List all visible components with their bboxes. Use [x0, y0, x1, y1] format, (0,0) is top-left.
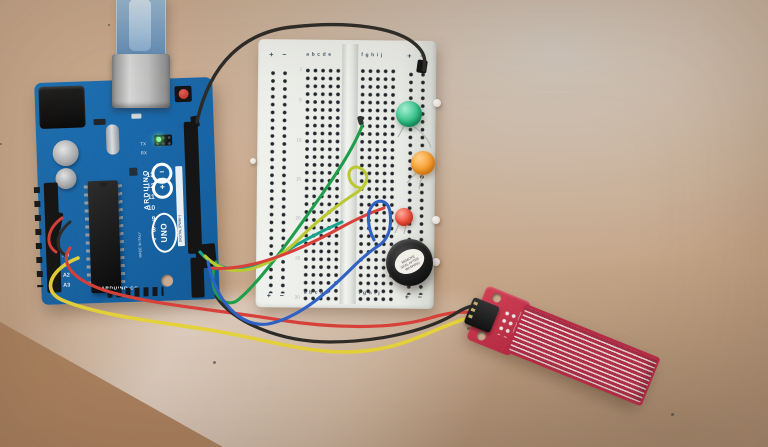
led-lead [418, 173, 424, 190]
red-led [395, 208, 413, 226]
led-lead [403, 224, 407, 235]
red-jumper [208, 206, 386, 270]
blue-jumper [206, 199, 393, 326]
yellow-sensor-wire [48, 256, 480, 354]
led-lead [406, 172, 417, 184]
breadboard-side-peg [250, 158, 256, 164]
led-lead [412, 125, 432, 149]
dust-speck [467, 327, 470, 330]
led-lead [394, 223, 400, 234]
black-sensor-wire [214, 294, 485, 344]
breadboard-side-peg [432, 216, 440, 224]
breadboard-side-peg [432, 258, 440, 266]
usb-cable-core [129, 0, 151, 51]
usb-port-shell [112, 54, 170, 108]
dust-speck [213, 361, 216, 364]
breadboard-side-peg [433, 99, 441, 107]
green-led [396, 101, 422, 127]
orange-led [411, 151, 435, 175]
buzzer-sticker: REMOVE SEAL AFTER WASHING [390, 244, 429, 279]
black-jumper-top [195, 22, 427, 124]
black-power-stub [56, 220, 72, 258]
green-jumper [211, 124, 364, 305]
dust-speck [0, 143, 2, 145]
red-power-stub [47, 216, 64, 254]
dust-speck [108, 24, 110, 26]
chartreuse-jumper [203, 165, 369, 272]
led-lead [397, 125, 405, 138]
dust-speck [671, 413, 674, 416]
piezo-buzzer: REMOVE SEAL AFTER WASHING [386, 239, 433, 286]
